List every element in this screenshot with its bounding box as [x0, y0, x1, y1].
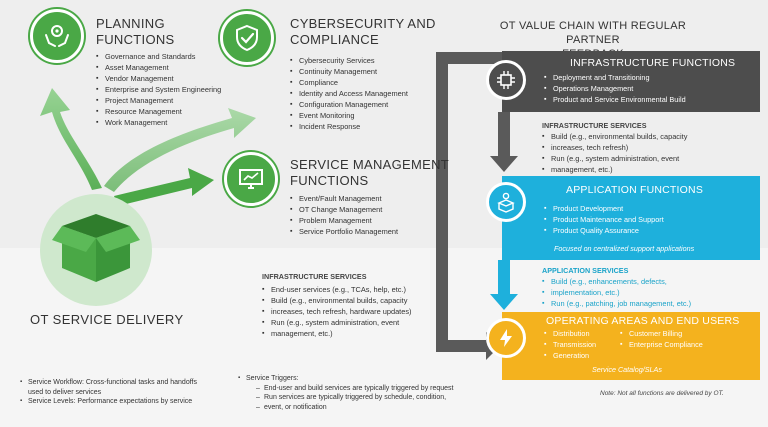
list-item: implementation, etc.)	[542, 287, 691, 298]
list-item: Service Portfolio Management	[290, 226, 398, 237]
list-item: Build (e.g., environmental builds, capac…	[262, 295, 412, 306]
list-item: Operations Management	[544, 83, 686, 94]
value-chain-loop	[436, 52, 502, 360]
footer-left: Service Workflow: Cross-functional tasks…	[20, 378, 197, 407]
list-item: Build (e.g., environmental builds, capac…	[542, 131, 687, 142]
list-item: Run services are typically triggered by …	[256, 393, 454, 403]
list-item: Enterprise and System Engineering	[96, 84, 221, 95]
list-item: Project Management	[96, 95, 221, 106]
service-mgmt-list: Event/Fault Management OT Change Managem…	[290, 193, 398, 237]
planning-list: Governance and Standards Asset Managemen…	[96, 51, 221, 128]
operating-title: Operating Areas and End Users	[546, 315, 740, 327]
arrow-down-1	[490, 112, 518, 172]
list-item: Configuration Management	[290, 99, 408, 110]
footer-note: Note: Not all functions are delivered by…	[600, 390, 724, 397]
chip-icon	[486, 60, 526, 100]
cyber-circle	[220, 11, 274, 65]
operating-col1: Distribution Transmission Generation	[544, 328, 596, 361]
app-functions-title: Application Functions	[566, 184, 704, 196]
operating-col2: Customer Billing Enterprise Compliance	[620, 328, 703, 350]
list-item: Resource Management	[96, 106, 221, 117]
infra-services-left-title: Infrastructure Services	[262, 272, 367, 281]
footer-triggers: Service Triggers: End-user and build ser…	[238, 374, 454, 412]
list-item: Product Quality Assurance	[544, 225, 664, 236]
list-item: Event Monitoring	[290, 110, 408, 121]
list-item: Build (e.g., enhancements, defects,	[542, 276, 691, 287]
app-functions-note: Focused on centralized support applicati…	[554, 244, 695, 253]
cyber-list: Cybersecurity Services Continuity Manage…	[290, 55, 408, 132]
infra-services-left-list: End-user services (e.g., TCAs, help, etc…	[262, 284, 412, 339]
list-item: Customer Billing	[620, 328, 703, 339]
arrow-down-2	[490, 260, 518, 310]
arrow-to-service	[114, 168, 214, 206]
infra-services-list: Build (e.g., environmental builds, capac…	[542, 131, 687, 175]
open-box-icon	[52, 214, 140, 282]
lightning-icon	[486, 318, 526, 358]
list-item: Run (e.g., system administration, event	[262, 317, 412, 328]
list-item: Transmission	[544, 339, 596, 350]
monitor-chart-icon	[239, 169, 263, 189]
ot-service-delivery-label: OT Service Delivery	[30, 312, 184, 327]
list-item: Work Management	[96, 117, 221, 128]
list-item: management, etc.)	[262, 328, 412, 339]
hands-gear-icon	[45, 25, 69, 47]
list-item: event, or notification	[256, 403, 454, 413]
list-item: Distribution	[544, 328, 596, 339]
operating-note: Service Catalog/SLAs	[592, 365, 662, 374]
lightbulb-box-icon	[486, 182, 526, 222]
planning-title: Planning Functions	[96, 16, 175, 47]
list-item: Governance and Standards	[96, 51, 221, 62]
list-item: End-user and build services are typicall…	[256, 384, 454, 394]
list-item: Incident Response	[290, 121, 408, 132]
list-item: Compliance	[290, 77, 408, 88]
list-item: Run (e.g., system administration, event	[542, 153, 687, 164]
app-services-title: Application Services	[542, 266, 629, 275]
app-services-list: Build (e.g., enhancements, defects, impl…	[542, 276, 691, 309]
shield-check-icon	[236, 24, 258, 52]
app-functions-list: Product Development Product Maintenance …	[544, 203, 664, 236]
list-item: Service Triggers: End-user and build ser…	[238, 374, 454, 412]
list-item: Deployment and Transitioning	[544, 72, 686, 83]
list-item: Service Levels: Performance expectations…	[20, 397, 197, 407]
planning-circle	[30, 9, 84, 63]
list-item: Product Development	[544, 203, 664, 214]
list-item: Product Maintenance and Support	[544, 214, 664, 225]
list-item: Continuity Management	[290, 66, 408, 77]
list-item: increases, tech refresh, hardware update…	[262, 306, 412, 317]
list-item: Enterprise Compliance	[620, 339, 703, 350]
infra-functions-title: Infrastructure Functions	[570, 57, 736, 69]
infra-functions-list: Deployment and Transitioning Operations …	[544, 72, 686, 105]
infra-services-title: Infrastructure Services	[542, 121, 647, 130]
list-item: Identity and Access Management	[290, 88, 408, 99]
arrow-to-cyber	[104, 108, 256, 192]
cyber-title: Cybersecurity and Compliance	[290, 16, 436, 47]
list-item: Problem Management	[290, 215, 398, 226]
list-item: Generation	[544, 350, 596, 361]
list-item: Asset Management	[96, 62, 221, 73]
service-mgmt-circle	[224, 152, 278, 206]
list-item: Product and Service Environmental Build	[544, 94, 686, 105]
list-item: Vendor Management	[96, 73, 221, 84]
arrow-to-planning	[40, 88, 102, 190]
list-item: Service Workflow: Cross-functional tasks…	[20, 378, 197, 397]
list-item: End-user services (e.g., TCAs, help, etc…	[262, 284, 412, 295]
list-item: Event/Fault Management	[290, 193, 398, 204]
service-mgmt-title: Service Management Functions	[290, 157, 450, 188]
list-item: Run (e.g., patching, job management, etc…	[542, 298, 691, 309]
list-item: increases, tech refresh)	[542, 142, 687, 153]
list-item: Cybersecurity Services	[290, 55, 408, 66]
list-item: OT Change Management	[290, 204, 398, 215]
list-item: management, etc.)	[542, 164, 687, 175]
